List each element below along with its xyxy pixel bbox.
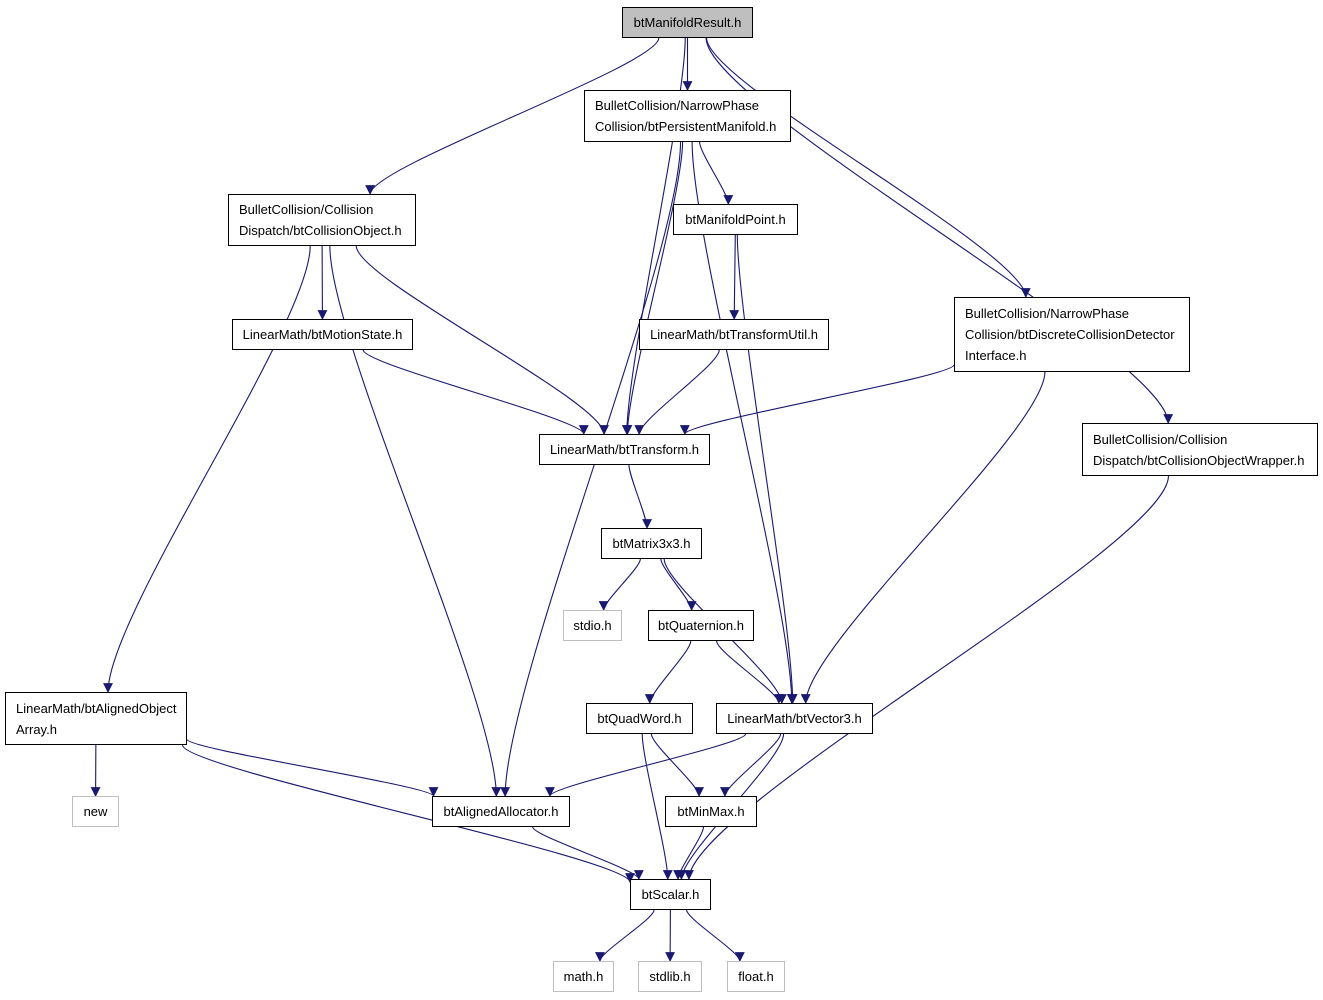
node-math[interactable]: math.h [553,961,614,992]
node-label: btQuadWord.h [597,711,682,726]
node-label: BulletCollision/NarrowPhase [965,306,1130,321]
node-scalar[interactable]: btScalar.h [630,879,711,910]
edge-mpoint-to-vector3 [736,234,798,704]
node-label: LinearMath/btVector3.h [727,711,862,726]
edge-minmax-to-scalar [673,826,704,880]
edge-root-to-collobj [365,37,660,195]
edge-transform-to-matrix [628,464,652,529]
node-stdlib[interactable]: stdlib.h [638,961,702,992]
edge-root-to-transform [621,37,686,435]
edge-root-to-discrete [706,37,1031,298]
node-label: btMinMax.h [677,804,745,819]
node-label: LinearMath/btTransform.h [549,442,700,457]
edge-alignedarr-to-scalar [181,744,635,884]
edge-collobj-to-alignedarr [103,245,311,693]
edge-persistent-to-transform [622,141,684,435]
edge-collobj-to-transform [355,245,609,435]
node-transform[interactable]: LinearMath/btTransform.h [539,434,710,465]
node-minmax[interactable]: btMinMax.h [665,796,757,827]
node-float[interactable]: float.h [727,961,785,992]
edge-persistent-to-mpoint [699,141,734,205]
edge-root-to-wrapper [705,37,1174,424]
node-label: Interface.h [965,348,1027,363]
node-label: BulletCollision/Collision [1093,431,1228,447]
node-label: math.h [563,969,604,984]
node-label: BulletCollision/Collision [239,202,374,217]
edge-mpoint-to-tutil [729,234,740,320]
node-label: BulletCollision/NarrowPhase [595,98,760,113]
edge-quat-to-vector3 [716,640,784,704]
edge-persistent-to-vector3 [691,141,797,704]
edge-scalar-to-math [595,909,655,962]
node-label: btQuaternion.h [658,618,745,633]
edge-quat-to-quadword [644,640,692,704]
node-matrix[interactable]: btMatrix3x3.h [601,528,702,559]
edge-wrapper-to-scalar [684,475,1170,880]
node-label: Collision/btPersistentManifold.h [595,119,777,134]
edge-scalar-to-float [686,909,745,962]
node-label: LinearMath/btAlignedObject [16,700,177,716]
node-label: new [83,804,108,819]
edge-alignedarr-to-allocator [186,738,439,797]
node-root[interactable]: btManifoldResult.h [622,7,753,38]
edge-discrete-to-vector3 [800,371,1046,704]
node-label: float.h [738,969,774,984]
node-label: btManifoldPoint.h [685,212,786,227]
edge-discrete-to-transform [680,364,955,435]
node-label: btScalar.h [641,887,700,902]
node-label: btAlignedAllocator.h [443,804,559,819]
node-motion[interactable]: LinearMath/btMotionState.h [232,319,413,350]
node-tutil[interactable]: LinearMath/btTransformUtil.h [639,319,829,350]
edge-motion-to-transform [362,349,589,435]
node-label: Array.h [16,721,57,737]
node-label: stdlib.h [649,969,691,984]
node-quadword[interactable]: btQuadWord.h [586,703,693,734]
edge-persistent-to-allocator [500,141,682,797]
node-label: stdio.h [573,618,612,633]
edge-vector3-to-allocator [545,733,747,797]
edge-quadword-to-minmax [650,733,704,797]
node-quat[interactable]: btQuaternion.h [648,610,754,641]
edge-tutil-to-transform [634,349,720,435]
node-label: Dispatch/btCollisionObject.h [239,223,402,238]
node-label: btManifoldResult.h [633,15,742,30]
node-allocator[interactable]: btAlignedAllocator.h [432,796,570,827]
edge-matrix-to-stdio [598,558,641,611]
node-label: LinearMath/btTransformUtil.h [650,327,818,342]
edge-vector3-to-minmax [720,733,782,797]
node-label: LinearMath/btMotionState.h [242,327,403,342]
node-label: Dispatch/btCollisionObjectWrapper.h [1093,452,1305,468]
edge-matrix-to-quat [660,558,697,611]
edge-collobj-to-allocator [329,245,502,797]
node-label: btMatrix3x3.h [612,536,691,551]
node-mpoint[interactable]: btManifoldPoint.h [673,204,798,235]
node-stdio[interactable]: stdio.h [563,610,622,641]
edge-allocator-to-scalar [532,826,644,880]
node-vector3[interactable]: LinearMath/btVector3.h [716,703,873,734]
node-label: Collision/btDiscreteCollisionDetector [965,327,1175,342]
edge-quadword-to-scalar [641,733,673,880]
node-new[interactable]: new [72,796,119,827]
